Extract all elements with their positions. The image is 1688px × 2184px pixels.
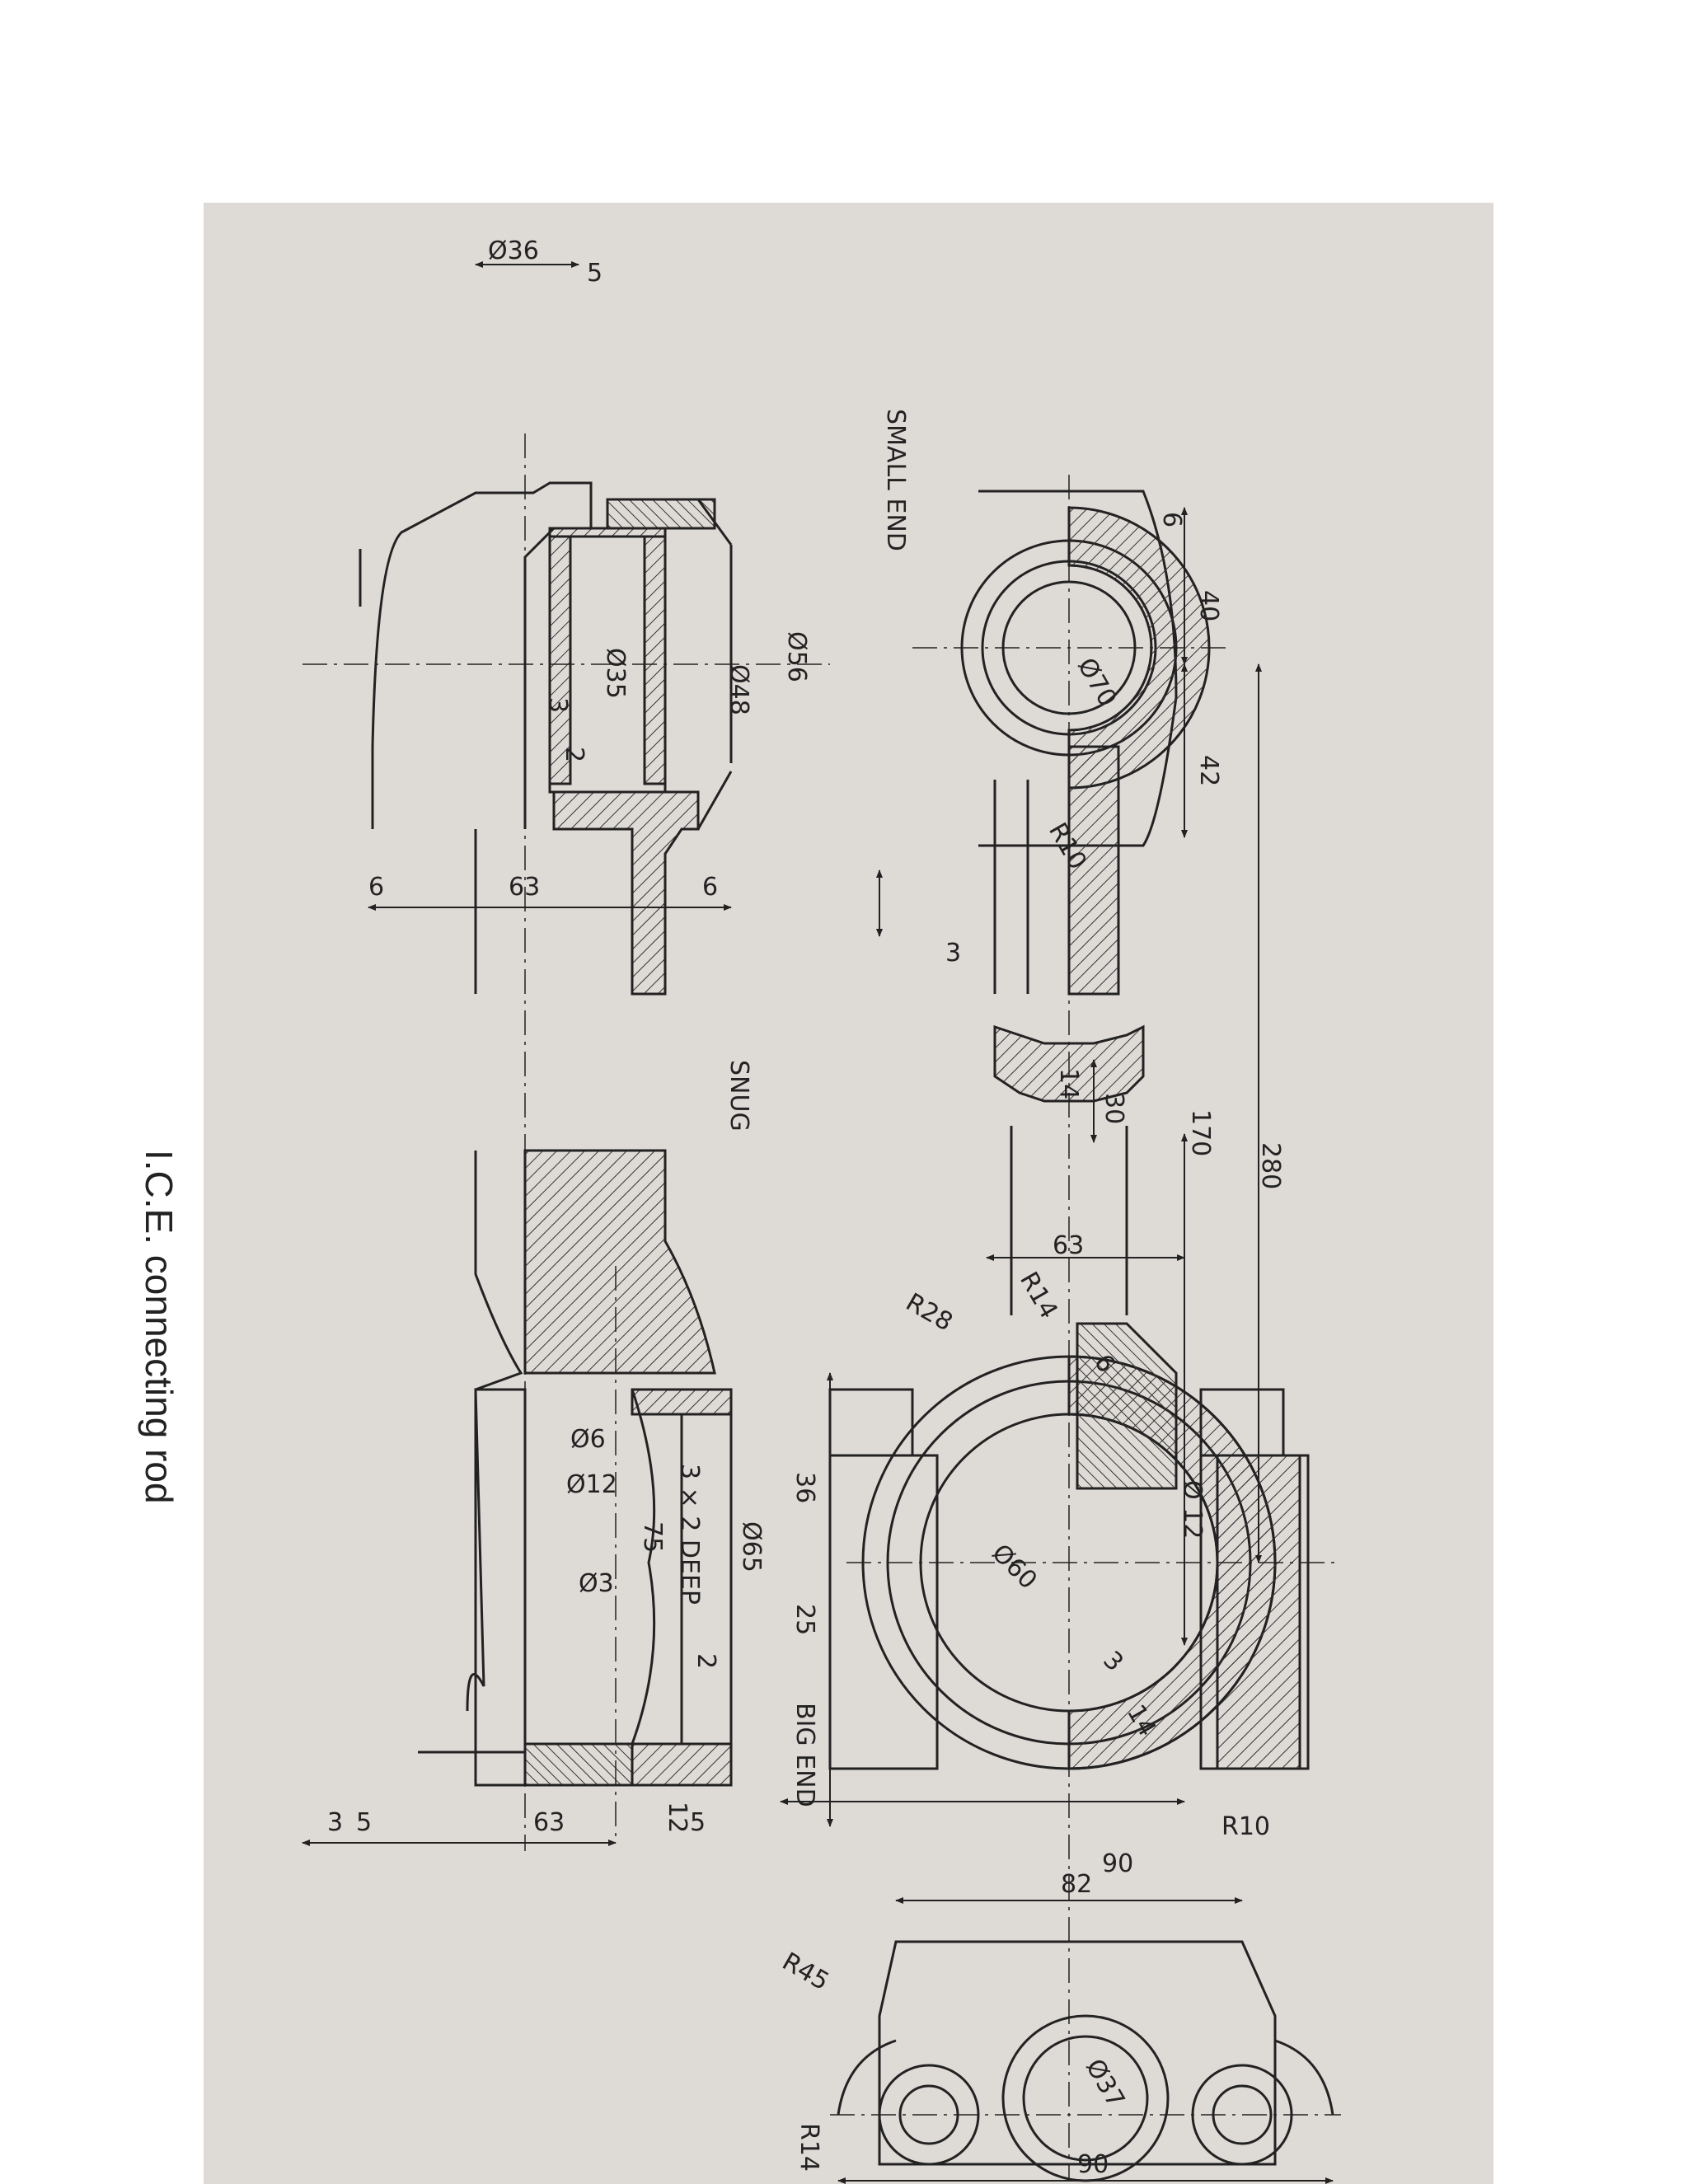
dim-d65: Ø65 — [737, 1521, 766, 1572]
dim-d90-big: 90 — [1102, 1849, 1133, 1878]
dim-d6-small: 6 — [1157, 512, 1186, 527]
big-end-front-view — [828, 1126, 1310, 1770]
connecting-rod-drawing: Ø36 5 Ø35 3 2 Ø56 Ø48 6 63 6 SMALL END 6… — [302, 237, 1341, 2184]
dim-r14-fillet: R14 — [1014, 1268, 1063, 1324]
dim-d37: Ø37 — [1080, 2055, 1130, 2113]
dim-r45: R45 — [777, 1947, 834, 1997]
dim-d14-web: 14 — [1054, 1068, 1083, 1099]
dim-d70: Ø70 — [1071, 654, 1122, 712]
dim-d48: Ø48 — [724, 664, 753, 715]
label-big-end: BIG END — [790, 1703, 819, 1807]
dim-d3-top: 3 — [543, 697, 572, 713]
label-snug-depth: 3 × 2 DEEP — [675, 1464, 704, 1605]
small-end-side-view — [359, 481, 733, 996]
dim-d2-big: 2 — [692, 1653, 720, 1669]
dim-d12-big: 12 — [663, 1802, 692, 1833]
dim-d12-oil: Ø12 — [566, 1470, 617, 1499]
dim-d82: 82 — [1061, 1870, 1092, 1899]
dim-d36-big: 36 — [790, 1472, 819, 1503]
dim-d30: 30 — [1100, 1093, 1128, 1124]
dim-d25: 25 — [790, 1604, 819, 1635]
dim-d3-bottom: 3 — [327, 1808, 343, 1837]
dim-d12-bolt: Ø 12 — [1178, 1480, 1207, 1539]
big-end-cap-view — [837, 1940, 1334, 2182]
dim-d6-oil: Ø6 — [570, 1425, 606, 1454]
dim-r14-cap: R14 — [795, 2123, 823, 2172]
label-snug: SNUG — [724, 1060, 753, 1132]
dim-d56: Ø56 — [782, 631, 811, 682]
dim-d5-bottom-left: 5 — [356, 1808, 372, 1837]
dim-d3-oil: Ø3 — [579, 1569, 614, 1598]
dim-d6-right: 6 — [702, 873, 718, 902]
figure-caption: I.C.E. connecting rod — [138, 1150, 181, 1504]
dim-d40: 40 — [1194, 590, 1223, 621]
dim-d5-bottom-right: 5 — [690, 1808, 706, 1837]
dim-r10-cap: R10 — [1221, 1812, 1270, 1841]
label-small-end: SMALL END — [881, 409, 910, 551]
dim-d2-top: 2 — [560, 747, 588, 762]
dim-d36: Ø36 — [488, 237, 539, 265]
dim-d3-shell: 3 — [1097, 1646, 1128, 1677]
big-end-side-view — [418, 1149, 733, 1787]
drawing-sheet: Ø36 5 Ø35 3 2 Ø56 Ø48 6 63 6 SMALL END 6… — [204, 203, 1493, 2184]
dim-d63-big: 63 — [1053, 1231, 1084, 1260]
small-end-front-view — [960, 490, 1211, 996]
dim-d5-top: 5 — [587, 259, 603, 288]
dim-d3-web: 3 — [945, 939, 961, 968]
dim-d90-cap: 90 — [1077, 2150, 1109, 2179]
dim-d63-top: 63 — [509, 873, 540, 902]
dim-d170: 170 — [1186, 1109, 1215, 1156]
dim-d42: 42 — [1194, 755, 1223, 786]
dim-d75: 75 — [638, 1521, 667, 1553]
dim-r28: R28 — [901, 1288, 958, 1338]
dim-d63-bottom: 63 — [533, 1808, 565, 1837]
dim-d60: Ø60 — [986, 1539, 1042, 1595]
dim-d280: 280 — [1256, 1142, 1285, 1189]
dim-d6-left: 6 — [368, 873, 384, 902]
dim-d35: Ø35 — [601, 648, 630, 699]
